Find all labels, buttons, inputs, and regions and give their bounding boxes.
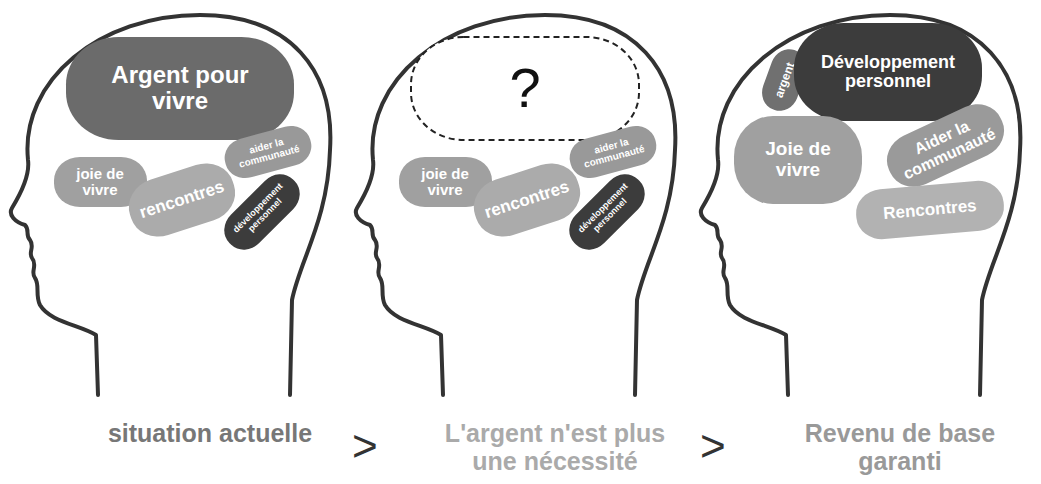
blob-fill [411, 37, 639, 140]
head-caption: Revenu de base garanti [770, 420, 1030, 475]
blob-text: joie de vivre [65, 166, 135, 198]
blob-fill [122, 156, 243, 245]
blob-text: joie de vivre [410, 166, 480, 198]
head-profile: Argent pour vivrejoie de vivrerencontres… [0, 0, 340, 484]
blob-text: ? [509, 58, 540, 118]
blob-text: Joie de vivre [753, 139, 843, 180]
blob-fill [561, 166, 653, 258]
caption-wrap: situation actuelle [80, 420, 340, 448]
blob-fill [216, 166, 308, 258]
thought-blob: Développement personnel [793, 22, 983, 122]
blob-fill [878, 95, 1012, 195]
head-path [701, 15, 1021, 395]
blob-fill [854, 179, 1006, 242]
blob-fill [467, 156, 588, 245]
thought-blob: Joie de vivre [733, 115, 863, 205]
head-caption: situation actuelle [80, 420, 340, 448]
label-wrap: > [352, 424, 378, 468]
blob-fill [220, 121, 315, 182]
blob-fill [794, 23, 982, 121]
head-profile: argentDéveloppement personnelJoie de viv… [690, 0, 1030, 484]
label-wrap: > [700, 424, 726, 468]
thought-blob: ? [410, 36, 640, 141]
arrow-sign: > [700, 424, 726, 468]
arrow-sign: > [352, 424, 378, 468]
head-profile: ?joie de vivrerencontresaider la communa… [345, 0, 685, 484]
head-path [356, 15, 676, 395]
blob-fill [565, 121, 660, 182]
blob-text: Argent pour vivre [110, 62, 250, 114]
thought-blob: Argent pour vivre [65, 36, 295, 141]
head-caption: L'argent n'est plus une nécessité [425, 420, 685, 475]
caption-wrap: Revenu de base garanti [770, 420, 1030, 475]
blob-fill [66, 37, 294, 140]
blob-fill [734, 116, 862, 204]
blob-text: Développement personnel [803, 53, 973, 92]
caption-wrap: L'argent n'est plus une nécessité [425, 420, 685, 475]
head-path [11, 15, 331, 395]
